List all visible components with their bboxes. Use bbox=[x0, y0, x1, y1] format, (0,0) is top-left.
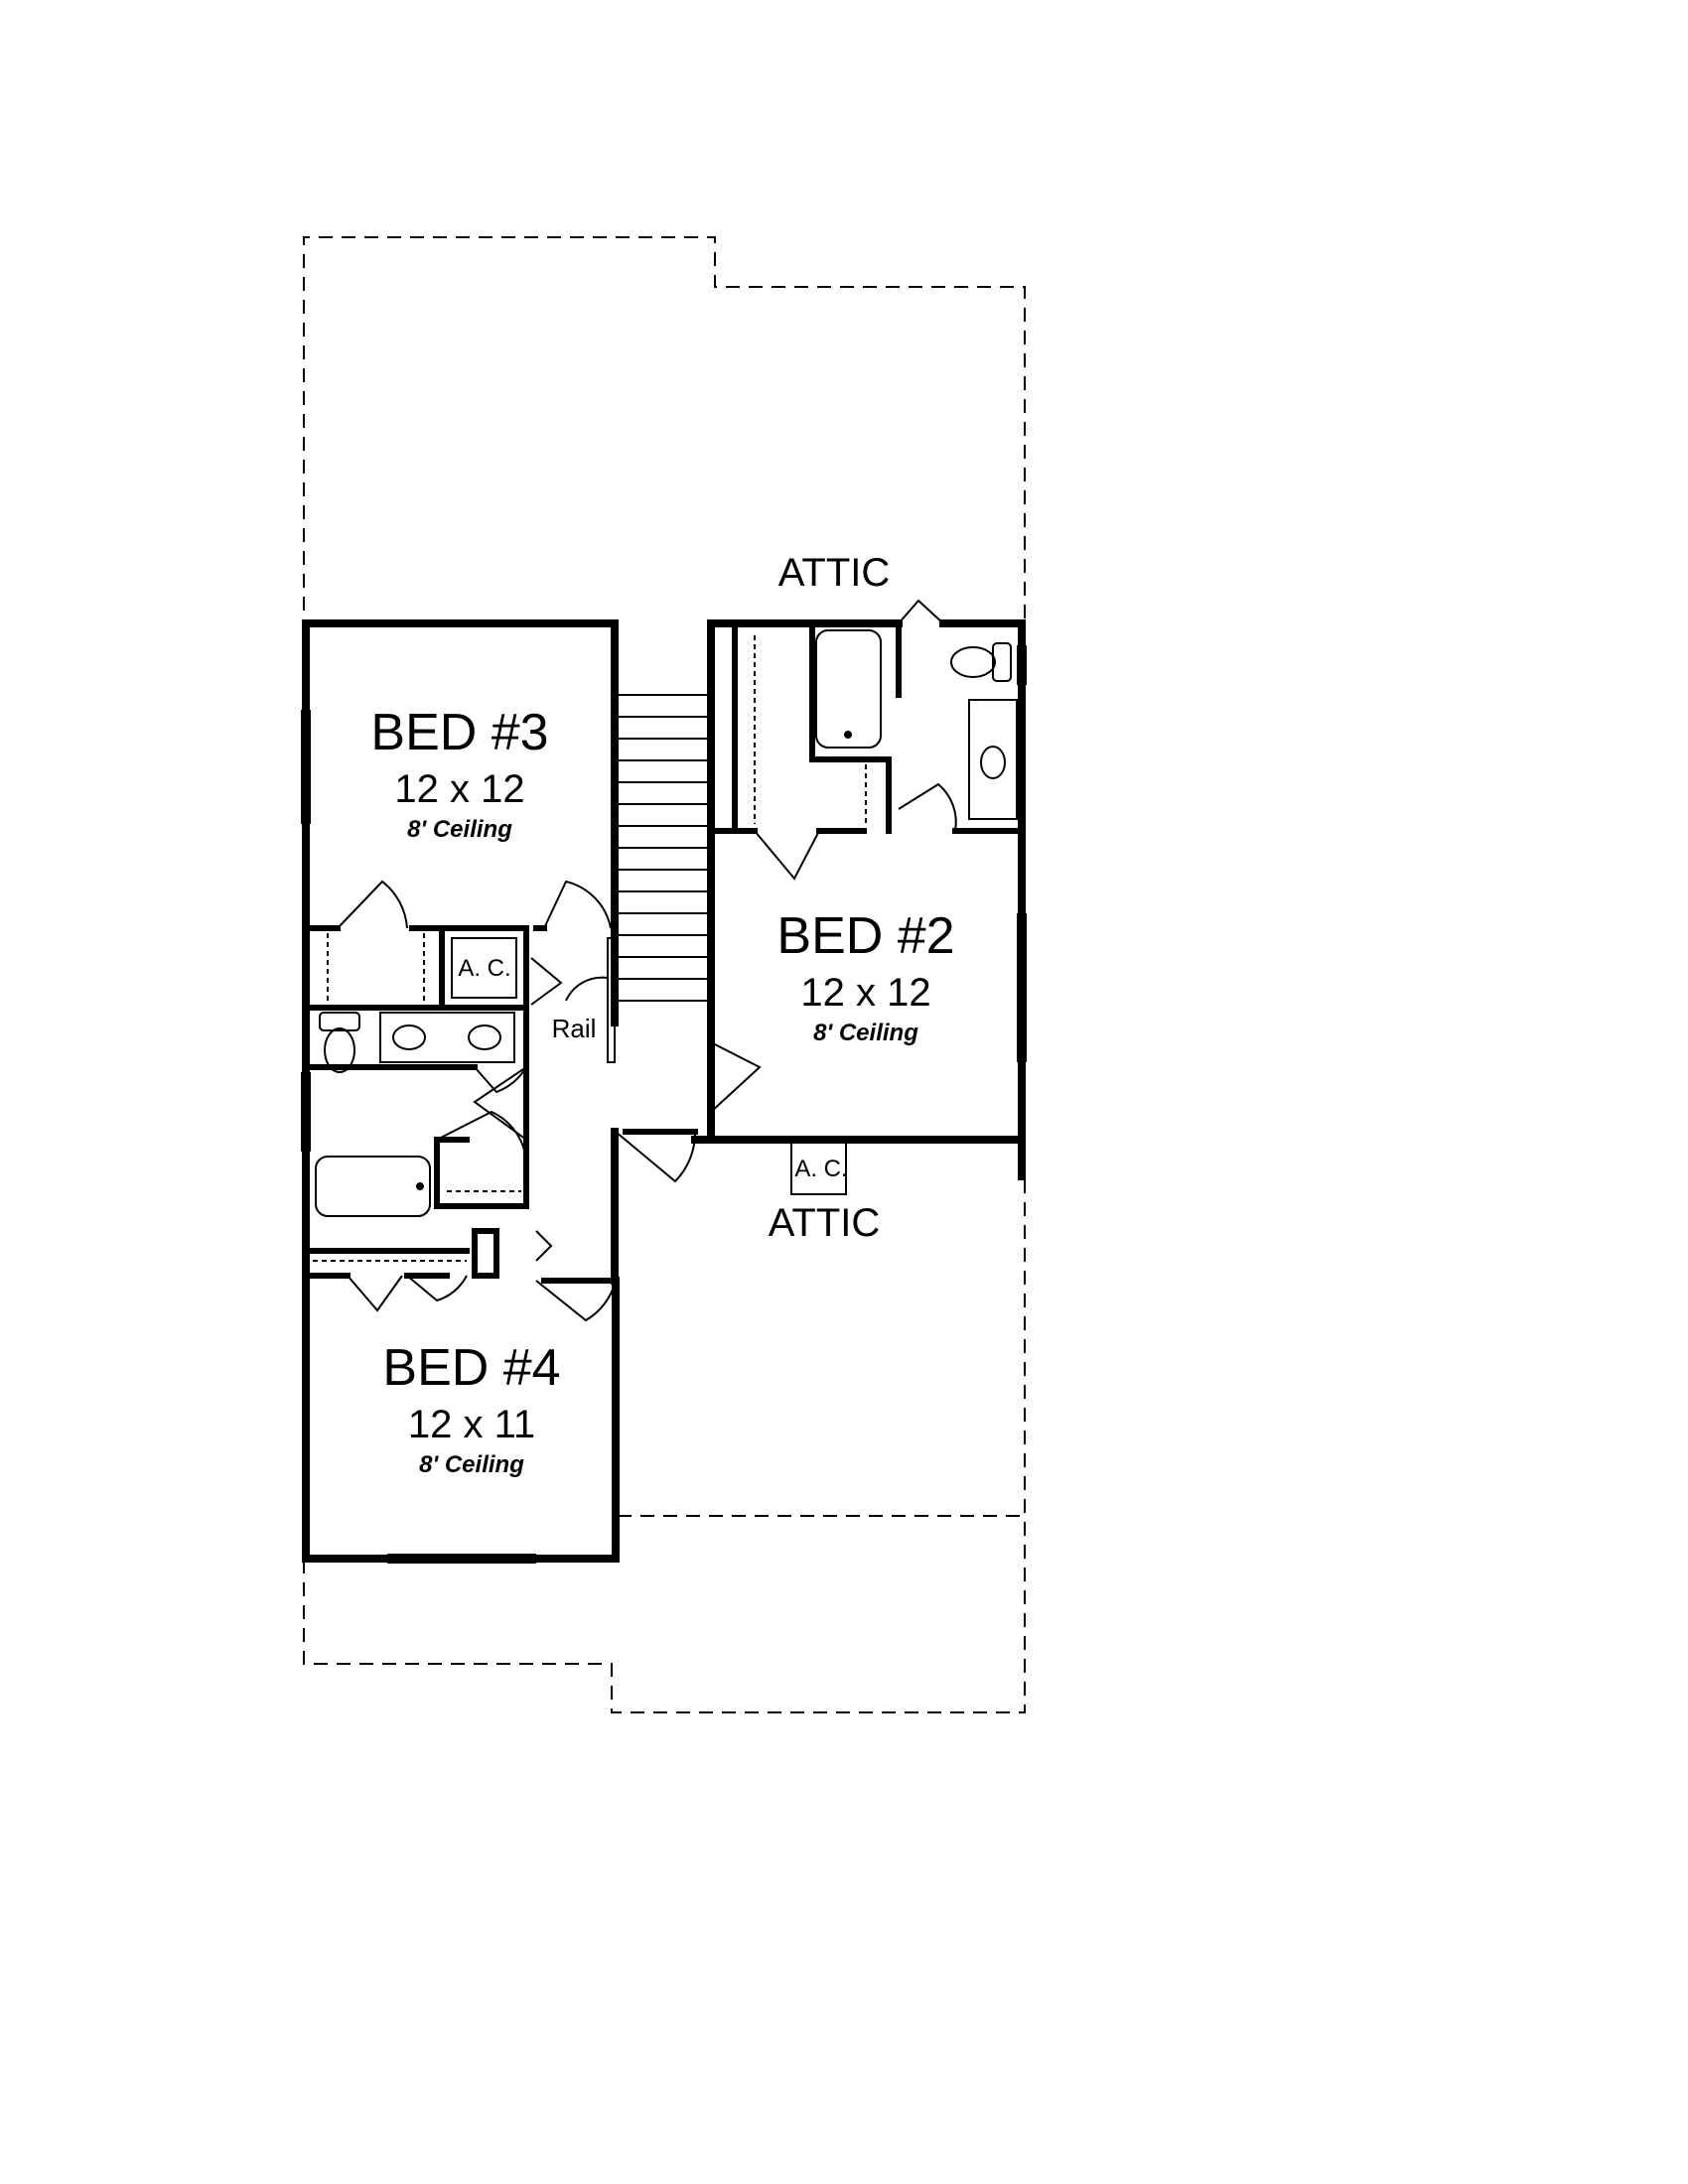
ac-right-label: A. C. bbox=[794, 1156, 847, 1182]
interior-walls bbox=[303, 620, 1025, 1284]
bed3-ceiling: 8' Ceiling bbox=[407, 816, 512, 843]
doors bbox=[337, 599, 957, 1322]
attic-bottom-label: ATTIC bbox=[769, 1201, 881, 1245]
bed2-name: BED #2 bbox=[776, 907, 954, 965]
attic-top-label: ATTIC bbox=[778, 551, 891, 595]
bed4-size: 12 x 11 bbox=[408, 1403, 535, 1446]
bed3-size: 12 x 12 bbox=[394, 767, 524, 811]
ac-left-label: A. C. bbox=[458, 955, 510, 982]
bed2-size: 12 x 12 bbox=[800, 971, 930, 1015]
exterior-walls bbox=[302, 619, 1026, 1563]
bed4-name: BED #4 bbox=[382, 1339, 560, 1397]
stairs bbox=[607, 694, 709, 1063]
rail-label: Rail bbox=[552, 1014, 597, 1043]
windows bbox=[301, 645, 1027, 1564]
bed4-ceiling: 8' Ceiling bbox=[419, 1451, 524, 1478]
labels: BED #3 12 x 12 8' Ceiling BED #2 12 x 12… bbox=[370, 551, 954, 1478]
bed2-ceiling: 8' Ceiling bbox=[813, 1020, 918, 1046]
bed3-name: BED #3 bbox=[370, 704, 548, 761]
roof-outline bbox=[303, 236, 1026, 1713]
fixtures bbox=[313, 629, 1018, 1262]
